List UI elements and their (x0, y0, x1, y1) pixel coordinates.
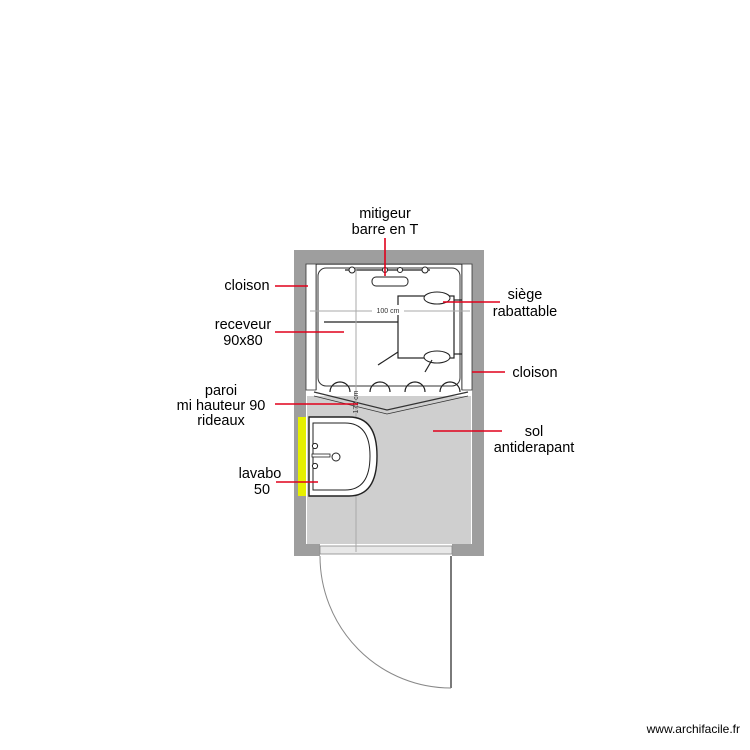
dimension-length-text: 172 cm (353, 390, 360, 413)
label-paroi-1: paroi (205, 383, 237, 399)
labels: mitigeur barre en T cloison siège rabatt… (177, 206, 575, 498)
dimension-width: 100 cm (310, 305, 470, 315)
dimension-width-text: 100 cm (377, 308, 400, 315)
label-paroi-3: rideaux (197, 413, 245, 429)
shower-partition (313, 381, 469, 415)
shower-tray (305, 263, 473, 391)
label-cloison-right: cloison (512, 365, 557, 381)
label-sol-2: antiderapant (494, 440, 575, 456)
door-swing[interactable] (319, 555, 452, 689)
door-opening (319, 544, 453, 556)
watermark[interactable]: www.archifacile.fr (646, 722, 740, 736)
dimension-length: 172 cm (353, 268, 360, 552)
label-siege-1: siège (508, 287, 543, 303)
label-lavabo-1: lavabo (239, 466, 282, 482)
washbasin (308, 416, 378, 497)
label-receveur-2: 90x80 (223, 333, 263, 349)
label-lavabo-2: 50 (254, 482, 270, 498)
label-cloison-left: cloison (224, 278, 269, 294)
label-siege-2: rabattable (493, 304, 558, 320)
folding-seat (324, 291, 462, 373)
label-mitigeur-2: barre en T (352, 222, 419, 238)
label-mitigeur-1: mitigeur (359, 206, 411, 222)
label-sol-1: sol (525, 424, 544, 440)
accessibility-bar (298, 417, 306, 496)
leader-lines (275, 238, 505, 483)
label-paroi-2: mi hauteur 90 (177, 398, 266, 414)
label-receveur-1: receveur (215, 317, 272, 333)
